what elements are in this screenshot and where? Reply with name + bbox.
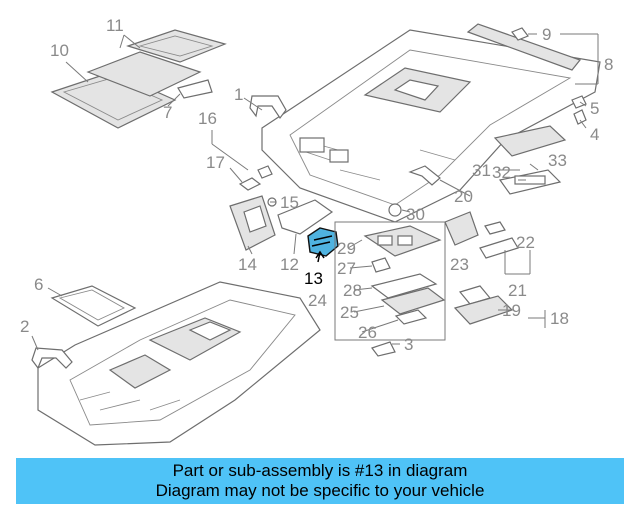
callout-32: 32 (492, 163, 511, 182)
callout-19: 19 (502, 301, 521, 320)
callout-16: 16 (198, 109, 217, 128)
callout-12: 12 (280, 255, 299, 274)
callout-15: 15 (280, 193, 299, 212)
callout-6: 6 (34, 275, 43, 294)
grab-handle-2 (31, 347, 73, 370)
callout-7: 7 (163, 103, 172, 122)
callout-29: 29 (337, 239, 356, 258)
overhead-console-group (334, 203, 446, 357)
callout-11: 11 (106, 16, 124, 35)
callout-1: 1 (234, 85, 243, 104)
visor-housing (277, 199, 334, 235)
callout-25: 25 (340, 303, 359, 322)
callout-labels: 1 2 3 4 5 6 7 8 9 10 11 12 13 14 15 16 1… (20, 16, 613, 354)
callout-3: 3 (404, 335, 413, 354)
lower-headliner (37, 281, 321, 446)
callout-17: 17 (206, 153, 225, 172)
callout-10: 10 (50, 41, 69, 60)
callout-23: 23 (450, 255, 469, 274)
callout-2: 2 (20, 317, 29, 336)
callout-22: 22 (516, 233, 535, 252)
sunroof-frame (50, 285, 137, 327)
callout-20: 20 (454, 187, 473, 206)
callout-18: 18 (550, 309, 569, 328)
part-13-highlighted (307, 227, 339, 263)
insulation-panels (50, 29, 227, 129)
callout-14: 14 (238, 255, 257, 274)
banner-line-2: Diagram may not be specific to your vehi… (155, 481, 485, 500)
callout-24: 24 (308, 291, 327, 310)
upper-headliner (261, 29, 601, 223)
callout-28: 28 (343, 281, 362, 300)
callout-26: 26 (358, 323, 377, 342)
callout-5: 5 (590, 99, 599, 118)
info-banner: Part or sub-assembly is #13 in diagram D… (16, 458, 624, 504)
banner-line-1: Part or sub-assembly is #13 in diagram (172, 461, 468, 480)
callout-4: 4 (590, 125, 599, 144)
part-20-handle (408, 165, 441, 186)
roof-trim-strip (466, 23, 581, 71)
dome-lamp (493, 125, 567, 157)
callout-8: 8 (604, 55, 613, 74)
callout-21: 21 (508, 281, 527, 300)
leader-lines (31, 33, 599, 351)
callout-31: 31 (472, 161, 491, 180)
callout-27: 27 (337, 259, 356, 278)
callout-30: 30 (406, 205, 425, 224)
callout-9: 9 (542, 25, 551, 44)
grab-handle-1 (249, 95, 287, 120)
callout-13: 13 (304, 269, 323, 288)
parts-diagram: 1 2 3 4 5 6 7 8 9 10 11 12 13 14 15 16 1… (20, 16, 613, 446)
callout-33: 33 (548, 151, 567, 170)
